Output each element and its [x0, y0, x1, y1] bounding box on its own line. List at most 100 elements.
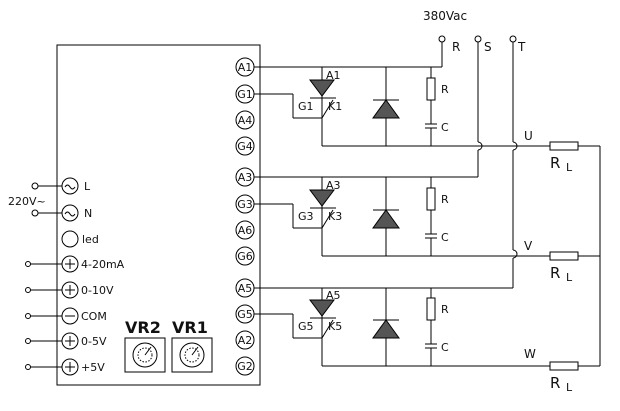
- terminal-0-10v[interactable]: 0-10V: [61, 281, 114, 299]
- pin-label: G5: [237, 308, 253, 321]
- pin-a1[interactable]: A1: [235, 57, 255, 77]
- pin-label: A6: [238, 224, 253, 237]
- mains-label: 220V~: [8, 195, 46, 208]
- load-label: R: [550, 154, 560, 172]
- led-icon: [61, 230, 79, 248]
- load-resistor-icon: [549, 141, 579, 151]
- pin-label: G6: [237, 250, 253, 263]
- pin-label: A4: [238, 114, 253, 127]
- pin-label: G2: [237, 360, 253, 373]
- resistor-icon: [426, 77, 436, 101]
- pin-label: G3: [237, 198, 253, 211]
- pin-g6[interactable]: G6: [235, 246, 255, 266]
- pot-vr2[interactable]: VR2: [124, 318, 166, 373]
- output-v: V R L: [524, 239, 579, 284]
- pot-vr1[interactable]: VR1: [171, 318, 213, 373]
- load-label: R: [550, 264, 560, 282]
- terminal-5v[interactable]: +5V: [61, 358, 105, 376]
- terminal-n[interactable]: N: [61, 204, 92, 222]
- snubber-r-label: R: [441, 83, 449, 96]
- terminal-4-20ma[interactable]: 4-20mA: [61, 255, 125, 273]
- signal-wires: [25, 261, 62, 370]
- pin-a3[interactable]: A3: [235, 167, 255, 187]
- resistor-icon: [426, 297, 436, 321]
- indicator-led: led: [61, 230, 99, 248]
- terminal-label: COM: [81, 310, 107, 323]
- mains-wires: [31, 182, 62, 217]
- snubber-c-label: C: [441, 341, 449, 354]
- thyristor-icon: [309, 299, 335, 317]
- load-resistor-icon: [549, 251, 579, 261]
- pot-label: VR1: [172, 318, 208, 337]
- terminal-label: 4-20mA: [81, 258, 125, 271]
- diode-icon: [372, 99, 400, 119]
- resistor-icon: [426, 187, 436, 211]
- controller-pins: A1 G1 A4 G4 A3 G3 A6 G6 A5 G5 A2 G2: [235, 57, 255, 376]
- pin-a6[interactable]: A6: [235, 220, 255, 240]
- supply-voltage-label: 380Vac: [423, 9, 467, 23]
- pin-g1[interactable]: G1: [235, 84, 255, 104]
- phase-t-label: T: [517, 40, 526, 54]
- terminal-label: N: [84, 207, 92, 220]
- ac-icon: [61, 177, 79, 195]
- thyristor-icon: [309, 189, 335, 207]
- pin-a5[interactable]: A5: [235, 278, 255, 298]
- pin-g4[interactable]: G4: [235, 136, 255, 156]
- output-v-label: V: [524, 239, 533, 253]
- thyristor-module-2: A3 G3 K3 R C: [254, 176, 600, 257]
- cathode-label: K1: [328, 100, 342, 113]
- anode-label: A1: [326, 69, 341, 82]
- pin-g5[interactable]: G5: [235, 304, 255, 324]
- terminal-com[interactable]: COM: [61, 307, 107, 325]
- left-terminals: L N led 4-20mA 0-: [25, 177, 125, 376]
- snubber-c-label: C: [441, 121, 449, 134]
- pin-label: G1: [237, 88, 253, 101]
- pot-label: VR2: [125, 318, 161, 337]
- output-u-label: U: [524, 129, 533, 143]
- load-subscript: L: [566, 381, 573, 394]
- snubber-r-label: R: [441, 193, 449, 206]
- output-u: U R L: [524, 129, 579, 174]
- output-w-label: W: [524, 347, 536, 361]
- controller-box: [56, 44, 261, 386]
- phase-s-label: S: [484, 40, 492, 54]
- anode-label: A5: [326, 289, 341, 302]
- cathode-label: K5: [328, 320, 342, 333]
- pin-label: A1: [238, 61, 253, 74]
- pin-label: A2: [238, 334, 253, 347]
- snubber-c-label: C: [441, 231, 449, 244]
- anode-label: A3: [326, 179, 341, 192]
- terminal-label: +5V: [81, 361, 105, 374]
- pin-label: A5: [238, 282, 253, 295]
- load-subscript: L: [566, 271, 573, 284]
- load-label: R: [550, 374, 560, 392]
- pin-g3[interactable]: G3: [235, 194, 255, 214]
- gate-label: G3: [298, 210, 314, 223]
- pin-label: G4: [237, 140, 253, 153]
- supply-phases: R S T: [438, 35, 526, 288]
- terminal-label: 0-5V: [81, 335, 107, 348]
- output-w: W R L: [524, 347, 579, 394]
- cathode-label: K3: [328, 210, 342, 223]
- pin-label: A3: [238, 171, 253, 184]
- pin-g2[interactable]: G2: [235, 356, 255, 376]
- pin-a4[interactable]: A4: [235, 110, 255, 130]
- load-subscript: L: [566, 161, 573, 174]
- diode-icon: [372, 209, 400, 229]
- terminal-label: 0-10V: [81, 284, 114, 297]
- gate-label: G5: [298, 320, 314, 333]
- snubber-r-label: R: [441, 303, 449, 316]
- thyristor-module-3: A5 G5 K5 R C: [254, 287, 600, 367]
- gate-label: G1: [298, 100, 314, 113]
- terminal-label: led: [82, 233, 99, 246]
- load-resistor-icon: [549, 361, 579, 371]
- terminal-label: L: [84, 180, 91, 193]
- thyristor-icon: [309, 79, 335, 97]
- thyristor-module-1: A1 G1 K1 R C: [254, 66, 600, 147]
- pin-a2[interactable]: A2: [235, 330, 255, 350]
- terminal-l[interactable]: L: [61, 177, 91, 195]
- phase-r-label: R: [452, 40, 460, 54]
- ac-icon: [61, 204, 79, 222]
- terminal-0-5v[interactable]: 0-5V: [61, 332, 107, 350]
